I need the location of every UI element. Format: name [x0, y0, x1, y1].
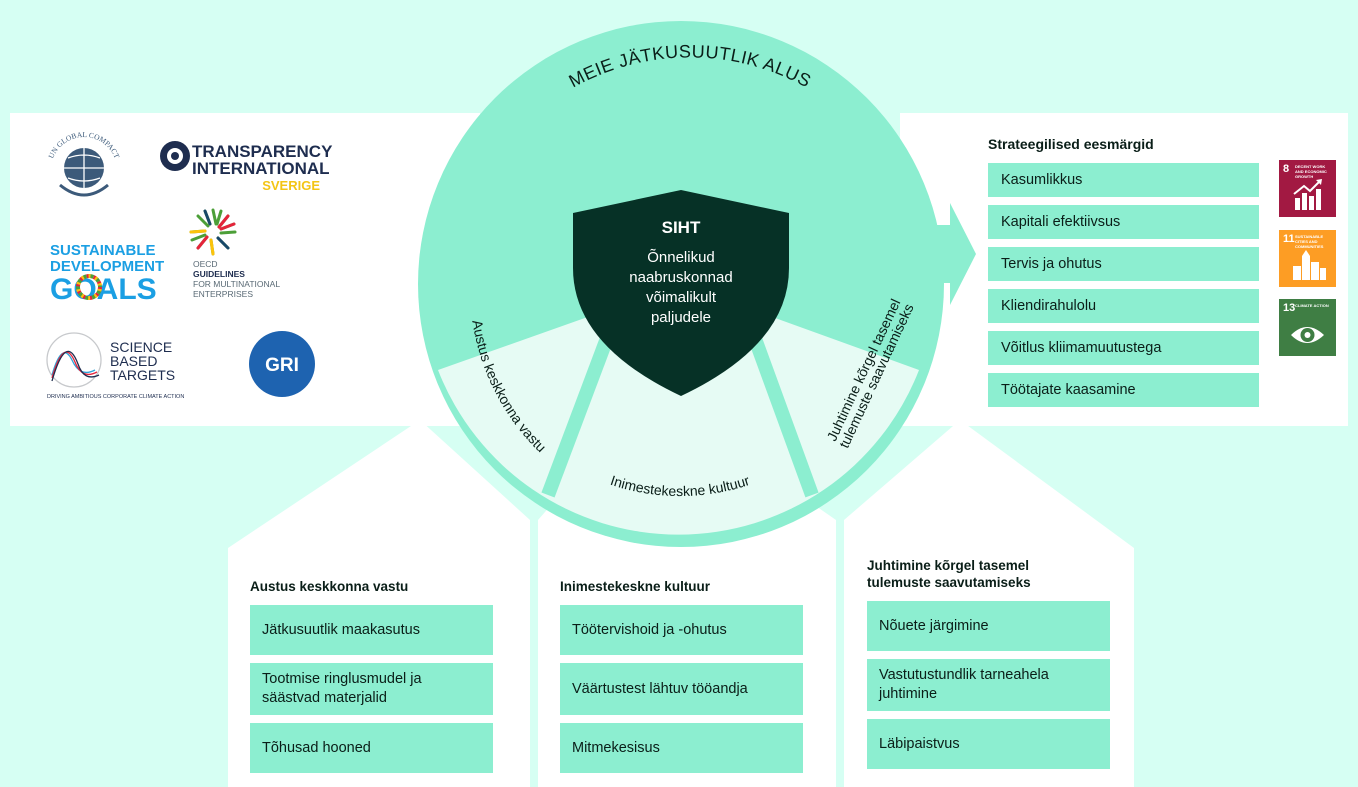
- vision-title: SIHT: [662, 218, 701, 237]
- svg-text:SUSTAINABLE: SUSTAINABLE: [50, 242, 156, 259]
- svg-text:GRI: GRI: [265, 355, 299, 376]
- svg-text:INTERNATIONAL: INTERNATIONAL: [192, 159, 330, 178]
- svg-text:TARGETS: TARGETS: [110, 367, 175, 383]
- vision-line-2: naabruskonnad: [629, 269, 732, 286]
- oecd-guidelines-logo: OECD GUIDELINES FOR MULTINATIONAL ENTERP…: [189, 208, 280, 299]
- svg-text:OECD: OECD: [193, 259, 218, 269]
- transparency-international-logo: TRANSPARENCY INTERNATIONAL SVERIGE: [160, 141, 333, 193]
- svg-text:ENTERPRISES: ENTERPRISES: [193, 289, 253, 299]
- column-item: Tootmise ringlusmudel ja säästvad materj…: [250, 663, 493, 715]
- column-governance: Juhtimine kõrgel tasemel tulemuste saavu…: [867, 557, 1110, 777]
- divider-right: [743, 322, 819, 498]
- column-title: Juhtimine kõrgel tasemel tulemuste saavu…: [867, 558, 1031, 590]
- column-item: Nõuete järgimine: [867, 601, 1110, 651]
- column-item: Mitmekesisus: [560, 723, 803, 773]
- sdg-13-icon: 13 CLIMATE ACTION: [1279, 299, 1336, 356]
- svg-text:GOALS: GOALS: [50, 273, 157, 306]
- column-people: Inimestekeskne kultuur Töötervishoid ja …: [560, 575, 803, 781]
- column-environment: Austus keskkonna vastu Jätkusuutlik maak…: [250, 575, 493, 781]
- divider-left: [541, 322, 619, 498]
- sdg-8-icon: 8 DECENT WORK AND ECONOMIC GROWTH: [1279, 160, 1336, 217]
- column-item: Tõhusad hooned: [250, 723, 493, 773]
- strategic-goals-list: Kasumlikkus Kapitali efektiivsus Tervis …: [988, 163, 1259, 415]
- svg-text:FOR MULTINATIONAL: FOR MULTINATIONAL: [193, 279, 280, 289]
- strategic-goals-title: Strateegilised eesmärgid: [988, 136, 1154, 152]
- svg-text:TRANSPARENCY: TRANSPARENCY: [192, 142, 333, 161]
- growth-chart-icon: [1293, 179, 1322, 210]
- eye-globe-icon: [1291, 327, 1324, 343]
- gri-logo: GRI: [249, 331, 315, 397]
- svg-text:BASED: BASED: [110, 353, 157, 369]
- goal-item: Tervis ja ohutus: [988, 247, 1259, 281]
- sustainable-development-goals-logo: SUSTAINABLE DEVELOPMENT GOALS: [50, 242, 164, 306]
- column-item: Jätkusuutlik maakasutus: [250, 605, 493, 655]
- arrow-to-goals: [905, 203, 976, 305]
- column-title: Austus keskkonna vastu: [250, 579, 409, 594]
- goal-item: Kapitali efektiivsus: [988, 205, 1259, 239]
- goal-item: Töötajate kaasamine: [988, 373, 1259, 407]
- goal-item: Võitlus kliimamuutustega: [988, 331, 1259, 365]
- column-title: Inimestekeskne kultuur: [560, 579, 711, 594]
- svg-text:DEVELOPMENT: DEVELOPMENT: [50, 258, 164, 275]
- column-item: Väärtustest lähtuv tööandja: [560, 663, 803, 715]
- city-buildings-icon: [1293, 250, 1326, 280]
- vision-shield: [573, 190, 789, 396]
- goal-item: Kasumlikkus: [988, 163, 1259, 197]
- svg-text:DRIVING AMBITIOUS CORPORATE CL: DRIVING AMBITIOUS CORPORATE CLIMATE ACTI…: [47, 394, 184, 400]
- column-item: Töötervishoid ja -ohutus: [560, 605, 803, 655]
- science-based-targets-logo: SCIENCE BASED TARGETS DRIVING AMBITIOUS …: [46, 332, 184, 400]
- svg-text:SCIENCE: SCIENCE: [110, 339, 172, 355]
- vision-line-3: võimalikult: [646, 289, 717, 306]
- sdg-11-icon: 11 SUSTAINABLE CITIES AND COMMUNITIES: [1279, 230, 1336, 287]
- vision-line-4: paljudele: [651, 309, 711, 326]
- column-item: Läbipaistvus: [867, 719, 1110, 769]
- svg-text:GUIDELINES: GUIDELINES: [193, 269, 245, 279]
- svg-text:SVERIGE: SVERIGE: [262, 178, 320, 193]
- goal-item: Kliendirahulolu: [988, 289, 1259, 323]
- column-item: Vastutustundlik tarneahela juhtimine: [867, 659, 1110, 711]
- vision-line-1: Õnnelikud: [647, 249, 715, 266]
